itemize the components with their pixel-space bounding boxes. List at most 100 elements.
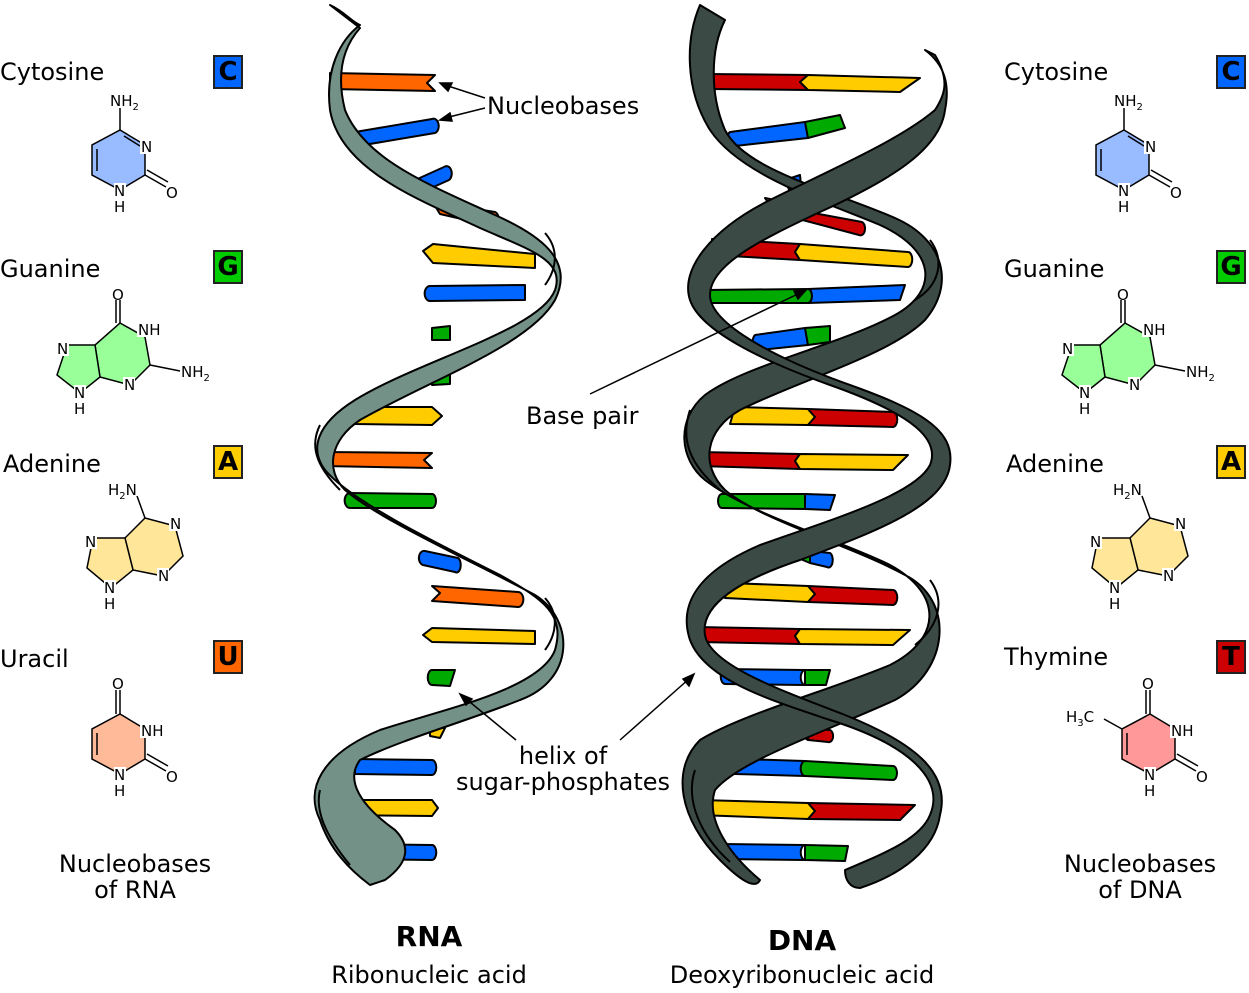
svg-text:N: N bbox=[1145, 138, 1156, 156]
svg-text:H: H bbox=[1109, 595, 1120, 613]
base-pair bbox=[696, 626, 911, 646]
guanine-structure-icon: O NH NH2 N N N H bbox=[56, 286, 210, 418]
badge-adenine: A bbox=[1216, 445, 1246, 479]
svg-text:N: N bbox=[1090, 533, 1101, 551]
rna-base-cytosine bbox=[417, 549, 462, 574]
svg-text:NH: NH bbox=[138, 321, 161, 339]
base-pair bbox=[725, 114, 846, 148]
svg-text:N: N bbox=[1163, 567, 1174, 585]
base-pair bbox=[724, 582, 899, 606]
badge-guanine: G bbox=[1216, 250, 1246, 284]
base-pair bbox=[701, 284, 906, 304]
svg-text:N: N bbox=[1129, 376, 1140, 394]
svg-text:NH: NH bbox=[141, 722, 164, 740]
base-name-uracil: Uracil bbox=[0, 645, 69, 673]
svg-text:O: O bbox=[1170, 184, 1182, 202]
base-name-thymine: Thymine bbox=[1004, 643, 1109, 671]
svg-text:H2N: H2N bbox=[1113, 481, 1142, 502]
svg-text:NH: NH bbox=[1171, 722, 1194, 740]
svg-text:NH: NH bbox=[1143, 321, 1166, 339]
rna-base-adenine bbox=[422, 627, 536, 645]
svg-text:N: N bbox=[158, 567, 169, 585]
rna-sugar-phosphate-backbone bbox=[313, 4, 565, 886]
base-name-cytosine: Cytosine bbox=[1004, 58, 1109, 86]
svg-text:N: N bbox=[1118, 182, 1129, 200]
uracil-structure-icon: O NH N H O bbox=[91, 675, 178, 800]
badge-cytosine: C bbox=[1216, 55, 1246, 89]
base-pair bbox=[716, 843, 849, 862]
rna-title: RNA bbox=[395, 920, 463, 953]
rna-base-guanine bbox=[426, 669, 456, 687]
svg-text:N: N bbox=[124, 376, 135, 394]
svg-text:O: O bbox=[166, 768, 178, 786]
svg-text:H2N: H2N bbox=[108, 481, 137, 502]
base-pair bbox=[697, 451, 909, 471]
rna-subtitle: Ribonucleic acid bbox=[331, 961, 527, 989]
rna-base-uracil bbox=[322, 451, 433, 469]
badge-thymine: T bbox=[1216, 640, 1246, 674]
svg-text:H: H bbox=[1118, 198, 1129, 216]
dna-nucleobases-caption: Nucleobases of DNA bbox=[1063, 850, 1217, 904]
base-pair bbox=[697, 799, 916, 821]
nucleobases-annotation: Nucleobases bbox=[487, 92, 640, 120]
base-name-cytosine: Cytosine bbox=[0, 58, 105, 86]
base-name-adenine: Adenine bbox=[1006, 450, 1104, 478]
base-pair-annotation: Base pair bbox=[526, 402, 639, 430]
thymine-structure-icon: O H3C NH N H O bbox=[1066, 675, 1208, 800]
svg-text:N: N bbox=[1079, 384, 1090, 402]
svg-text:H: H bbox=[114, 782, 125, 800]
svg-text:N: N bbox=[74, 384, 85, 402]
rna-base-guanine bbox=[431, 325, 451, 341]
svg-text:N: N bbox=[141, 138, 152, 156]
svg-text:NH2: NH2 bbox=[110, 92, 139, 113]
base-pair bbox=[751, 325, 831, 353]
cytosine-structure-icon: NH2 N N H O bbox=[91, 92, 178, 216]
svg-text:H: H bbox=[104, 595, 115, 613]
svg-text:H: H bbox=[1079, 400, 1090, 418]
cytosine-structure-icon: NH2 N N H O bbox=[1095, 92, 1182, 216]
svg-text:H3C: H3C bbox=[1066, 708, 1094, 729]
base-pair bbox=[701, 73, 921, 93]
base-pair bbox=[717, 493, 836, 511]
svg-text:O: O bbox=[112, 675, 124, 693]
base-name-adenine: Adenine bbox=[3, 450, 101, 478]
svg-text:NH2: NH2 bbox=[1186, 363, 1215, 384]
svg-text:O: O bbox=[166, 184, 178, 202]
badge-cytosine: C bbox=[213, 55, 243, 89]
base-name-guanine: Guanine bbox=[1004, 255, 1105, 283]
svg-text:N: N bbox=[1062, 340, 1073, 358]
svg-text:N: N bbox=[170, 515, 181, 533]
rna-base-uracil bbox=[329, 72, 436, 92]
rna-base-cytosine bbox=[423, 284, 526, 302]
adenine-structure-icon: H2N N N N N H bbox=[1090, 481, 1189, 613]
svg-text:N: N bbox=[114, 766, 125, 784]
guanine-structure-icon: O NH NH2 N N N H bbox=[1061, 286, 1215, 418]
rna-nucleobases-caption: Nucleobases of RNA bbox=[58, 850, 212, 904]
svg-text:N: N bbox=[57, 340, 68, 358]
svg-text:N: N bbox=[1144, 766, 1155, 784]
svg-text:N: N bbox=[85, 533, 96, 551]
badge-adenine: A bbox=[213, 445, 243, 479]
svg-text:NH2: NH2 bbox=[181, 363, 210, 384]
badge-guanine: G bbox=[213, 250, 243, 284]
badge-uracil: U bbox=[213, 640, 243, 674]
svg-text:N: N bbox=[1109, 579, 1120, 597]
svg-text:O: O bbox=[112, 286, 124, 304]
base-name-guanine: Guanine bbox=[0, 255, 101, 283]
rna-base-cytosine bbox=[354, 758, 438, 776]
svg-text:H: H bbox=[1144, 782, 1155, 800]
dna-sugar-phosphate-backbone bbox=[685, 49, 952, 889]
rna-base-adenine bbox=[422, 243, 536, 269]
helix-annotation: helix of sugar-phosphates bbox=[455, 742, 671, 796]
base-pair bbox=[734, 758, 898, 781]
dna-subtitle: Deoxyribonucleic acid bbox=[669, 961, 935, 989]
rna-base-uracil bbox=[431, 585, 525, 608]
svg-text:NH2: NH2 bbox=[1114, 92, 1143, 113]
adenine-structure-icon: H2N N N N N H bbox=[85, 481, 184, 613]
dna-helix bbox=[681, 4, 952, 889]
svg-text:H: H bbox=[74, 400, 85, 418]
svg-text:N: N bbox=[104, 579, 115, 597]
svg-text:O: O bbox=[1196, 768, 1208, 786]
svg-text:N: N bbox=[114, 182, 125, 200]
